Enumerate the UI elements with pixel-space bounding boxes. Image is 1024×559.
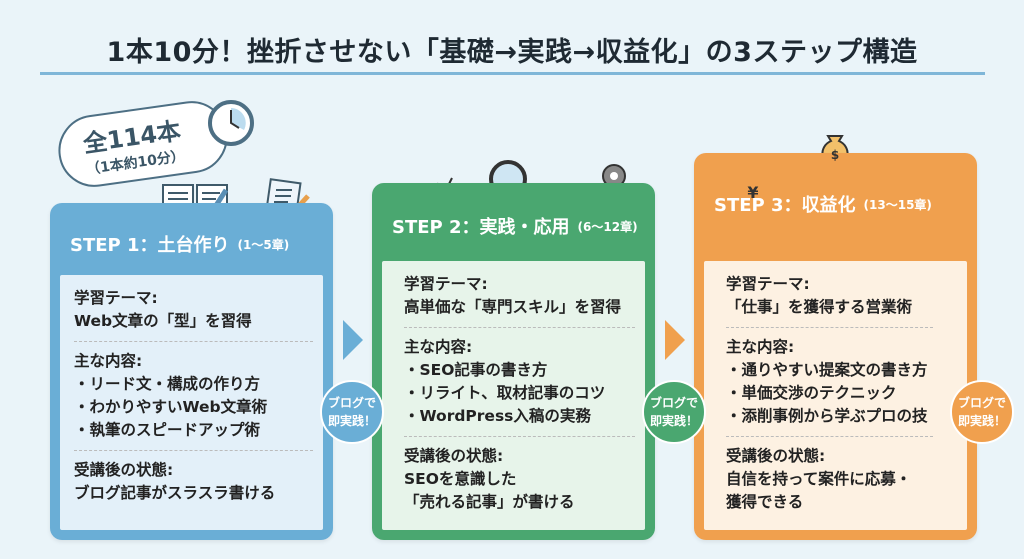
list-item: ・添削事例から学ぶプロの技 (726, 407, 928, 425)
dollar-sign-icon: $ (830, 148, 840, 162)
list-item: ・単価交渉のテクニック (726, 384, 897, 402)
step-range: (13〜15章) (863, 197, 932, 212)
list-item: ・執筆のスピードアップ術 (74, 421, 261, 439)
step-title: STEP 2：実践・応用 (392, 217, 570, 238)
content-label: 主な内容: (404, 338, 473, 356)
badge-line: ブログで (957, 396, 1006, 410)
step-2-card: STEP 2：実践・応用 (6〜12章) 学習テーマ: 高単価な「専門スキル」を習得… (372, 183, 655, 540)
result-label: 受講後の状態: (74, 461, 174, 479)
practice-badge: ブログで即実践！ (950, 380, 1014, 444)
list-item: ・WordPress入稿の実務 (404, 407, 591, 425)
content-label: 主な内容: (726, 338, 795, 356)
step-title: STEP 1：土台作り (70, 235, 230, 256)
badge-line: ブログで (327, 396, 376, 410)
step-1-header: STEP 1：土台作り (1〜5章) (50, 203, 333, 285)
result-text: 自信を持って案件に応募・ (726, 470, 912, 488)
result-text: 獲得できる (726, 493, 804, 511)
badge-line: 即実践！ (649, 414, 698, 428)
theme-text: 「仕事」を獲得する営業術 (726, 298, 913, 316)
step-range: (6〜12章) (577, 219, 638, 234)
step-3-card: STEP 3：収益化 (13〜15章) 学習テーマ: 「仕事」を獲得する営業術 主な… (694, 153, 977, 540)
result-label: 受講後の状態: (404, 447, 504, 465)
list-item: ・リード文・構成の作り方 (74, 375, 261, 393)
step-3-header: STEP 3：収益化 (13〜15章) (694, 153, 977, 233)
badge-line: 即実践！ (327, 414, 376, 428)
practice-badge: ブログで即実践！ (320, 380, 384, 444)
arrow-right-icon (343, 320, 363, 360)
result-text: SEOを意識した (404, 470, 517, 488)
theme-text: Web文章の「型」を習得 (74, 312, 252, 330)
yen-sign-icon: ¥ (747, 183, 759, 202)
theme-text: 高単価な「専門スキル」を習得 (404, 298, 622, 316)
list-item: ・通りやすい提案文の書き方 (726, 361, 928, 379)
step-2-header: STEP 2：実践・応用 (6〜12章) (372, 183, 655, 253)
result-text: ブログ記事がスラスラ書ける (74, 484, 276, 502)
result-text: 「売れる記事」が書ける (404, 493, 575, 511)
badge-line: 即実践！ (957, 414, 1006, 428)
list-item: ・SEO記事の書き方 (404, 361, 548, 379)
badge-line: ブログで (649, 396, 698, 410)
step-range: (1〜5章) (237, 237, 290, 252)
list-item: ・リライト、取材記事のコツ (404, 384, 606, 402)
result-label: 受講後の状態: (726, 447, 826, 465)
page-title: 1本10分！挫折させない「基礎→実践→収益化」の3ステップ構造 (106, 37, 918, 68)
step-1-card: STEP 1：土台作り (1〜5章) 学習テーマ: Web文章の「型」を習得 主な内… (50, 203, 333, 540)
content-label: 主な内容: (74, 352, 143, 370)
step-title: STEP 3：収益化 (714, 195, 856, 216)
title-underline (40, 72, 985, 75)
theme-label: 学習テーマ: (726, 275, 810, 293)
practice-badge: ブログで即実践！ (642, 380, 706, 444)
theme-label: 学習テーマ: (404, 275, 488, 293)
clock-icon (208, 100, 254, 146)
list-item: ・わかりやすいWeb文章術 (74, 398, 268, 416)
theme-label: 学習テーマ: (74, 289, 158, 307)
arrow-right-icon (665, 320, 685, 360)
